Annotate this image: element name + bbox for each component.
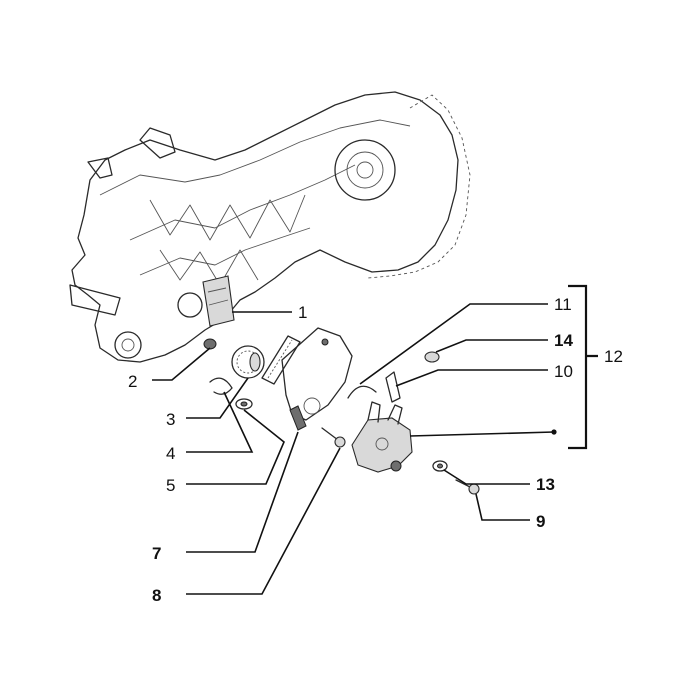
callout-3: 3 <box>166 410 175 429</box>
drive-chain <box>261 335 301 385</box>
part-14-plug <box>424 351 440 363</box>
callout-2: 2 <box>128 372 137 391</box>
callout-13: 13 <box>536 475 555 494</box>
part-13-washer <box>432 460 448 472</box>
leader-lines <box>152 303 557 595</box>
group-12-bracket <box>568 284 598 450</box>
part-3-gear <box>231 345 265 379</box>
part-11-oring <box>347 385 377 399</box>
callout-14: 14 <box>554 331 573 350</box>
callout-4: 4 <box>166 444 175 463</box>
callout-7: 7 <box>152 544 161 563</box>
part-5-washer <box>235 398 253 410</box>
part-2-washer <box>203 338 217 350</box>
callout-12: 12 <box>604 347 623 366</box>
part-7-bolt <box>289 405 307 431</box>
crankcase-housing <box>69 91 471 363</box>
callout-5: 5 <box>166 476 175 495</box>
callout-10: 10 <box>554 362 573 381</box>
pump-cover-plate <box>281 327 353 421</box>
part-9-screw <box>455 479 480 495</box>
part-8-screw <box>321 427 346 448</box>
callout-labels: 1 2 3 4 5 7 8 11 14 10 12 13 9 <box>128 295 623 605</box>
oil-pump-body <box>351 401 413 473</box>
callout-8: 8 <box>152 586 161 605</box>
part-10-hose <box>385 371 401 403</box>
part-4-circlip <box>209 377 233 395</box>
callout-11: 11 <box>554 295 572 314</box>
callout-1: 1 <box>298 303 307 322</box>
callout-9: 9 <box>536 512 545 531</box>
